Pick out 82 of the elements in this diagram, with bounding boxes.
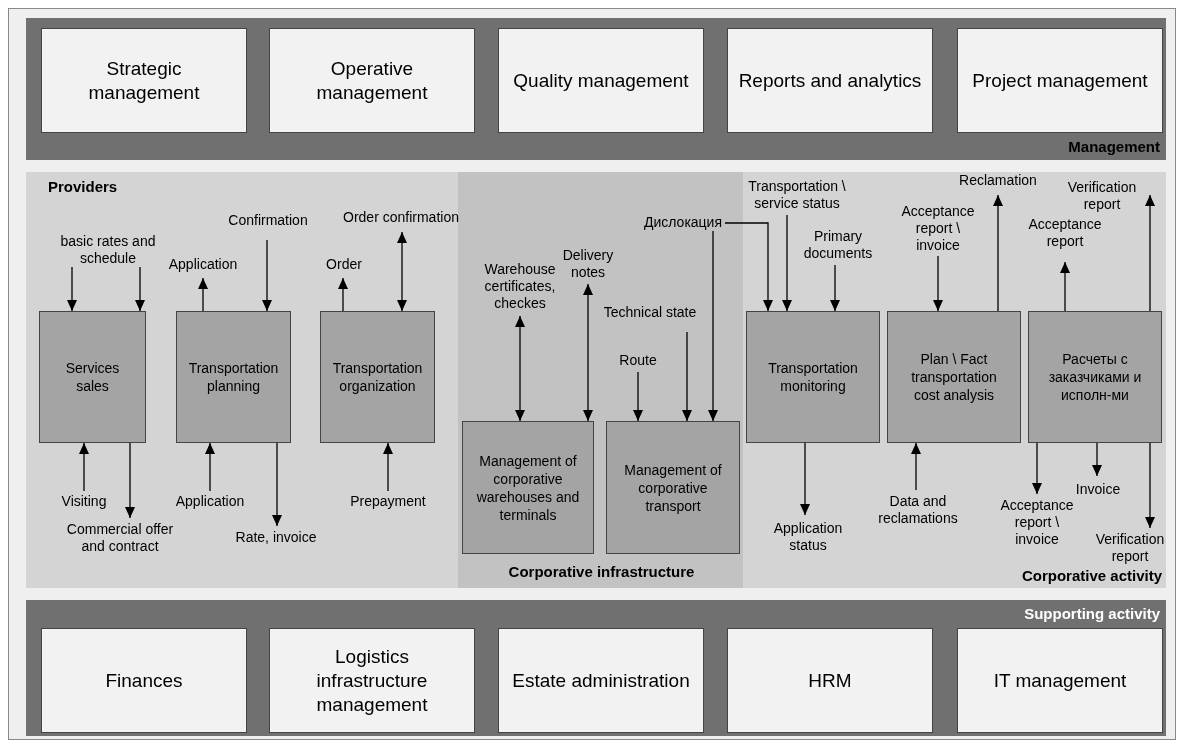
edge-label: Prepayment <box>349 493 427 510</box>
edge-label: Confirmation <box>227 212 309 229</box>
edge-label: Verification report <box>1094 531 1166 565</box>
edge-label: Visiting <box>60 493 108 510</box>
process-box: Расчеты с заказчиками и исполн-ми <box>1028 311 1162 443</box>
arrow <box>397 231 407 312</box>
band-title: Corporative infrastructure <box>507 563 696 580</box>
arrow <box>1032 442 1042 495</box>
arrow <box>515 315 525 422</box>
edge-label: Order confirmation <box>342 209 460 226</box>
process-box: Estate administration <box>498 628 704 733</box>
arrow <box>262 239 272 312</box>
band-title: Providers <box>48 178 119 195</box>
process-box: Services sales <box>39 311 146 443</box>
process-box: Operative management <box>269 28 475 133</box>
edge-label: Transportation \ service status <box>747 178 847 212</box>
edge-label: Application status <box>772 520 844 554</box>
process-box: HRM <box>727 628 933 733</box>
arrow <box>1145 194 1155 312</box>
arrow <box>1060 261 1070 312</box>
band-title: Management <box>1067 138 1160 155</box>
arrow <box>933 255 943 312</box>
flow-label: Дислокация <box>641 214 725 231</box>
edge-label: Delivery notes <box>561 247 615 281</box>
arrow <box>125 442 135 519</box>
arrow <box>708 230 718 422</box>
edge-label: Primary documents <box>802 228 874 262</box>
process-box: Logistics infrastructure management <box>269 628 475 733</box>
edge-label: Invoice <box>1074 481 1122 498</box>
arrow <box>383 442 393 492</box>
edge-label: Order <box>325 256 363 273</box>
process-box: Transportation monitoring <box>746 311 880 443</box>
edge-label: Application <box>167 256 239 273</box>
arrow <box>272 442 282 527</box>
edge-label: Technical state <box>602 304 698 321</box>
process-box: Transportation planning <box>176 311 291 443</box>
arrow <box>782 214 792 312</box>
process-box: Management of corporative transport <box>606 421 740 554</box>
arrow <box>633 371 643 422</box>
flow-label: basic rates and schedule <box>60 233 156 267</box>
arrow <box>724 222 773 312</box>
band-title: Supporting activity <box>1023 605 1160 622</box>
band-title: Corporative activity <box>1020 567 1162 584</box>
edge-label: Rate, invoice <box>234 529 318 546</box>
arrow <box>911 442 921 491</box>
section-band <box>26 600 1166 736</box>
arrow <box>79 442 89 492</box>
arrow <box>682 331 692 422</box>
process-box: Reports and analytics <box>727 28 933 133</box>
section-panel <box>26 172 458 588</box>
section-panel <box>458 172 743 588</box>
process-box: IT management <box>957 628 1163 733</box>
section-panel <box>743 172 1166 588</box>
process-box: Strategic management <box>41 28 247 133</box>
arrow <box>800 442 810 516</box>
edge-label: Reclamation <box>958 172 1038 189</box>
arrow <box>583 283 593 422</box>
edge-label: Commercial offer and contract <box>65 521 175 555</box>
process-box: Project management <box>957 28 1163 133</box>
edge-label: Acceptance report \ invoice <box>900 203 976 254</box>
arrow <box>205 442 215 492</box>
edge-label: Acceptance report <box>1027 216 1103 250</box>
arrow <box>338 277 348 312</box>
arrow <box>135 266 145 312</box>
process-box: Management of corporative warehouses and terminals <box>462 421 594 554</box>
arrow <box>67 266 77 312</box>
process-box: Quality management <box>498 28 704 133</box>
arrow <box>993 194 1003 312</box>
edge-label: Route <box>618 352 658 369</box>
arrow <box>1092 442 1102 477</box>
process-box: Finances <box>41 628 247 733</box>
edge-label: Data and reclamations <box>877 493 959 527</box>
arrow <box>198 277 208 312</box>
process-box: Plan \ Fact transportation cost analysis <box>887 311 1021 443</box>
edge-label: Application <box>174 493 246 510</box>
section-band <box>26 18 1166 160</box>
edge-label: Verification report <box>1066 179 1138 213</box>
edge-label: Acceptance report \ invoice <box>999 497 1075 548</box>
arrow <box>1145 442 1155 529</box>
process-box: Transportation organization <box>320 311 435 443</box>
arrow <box>830 264 840 312</box>
edge-label: Warehouse certificates, checkes <box>483 261 557 312</box>
